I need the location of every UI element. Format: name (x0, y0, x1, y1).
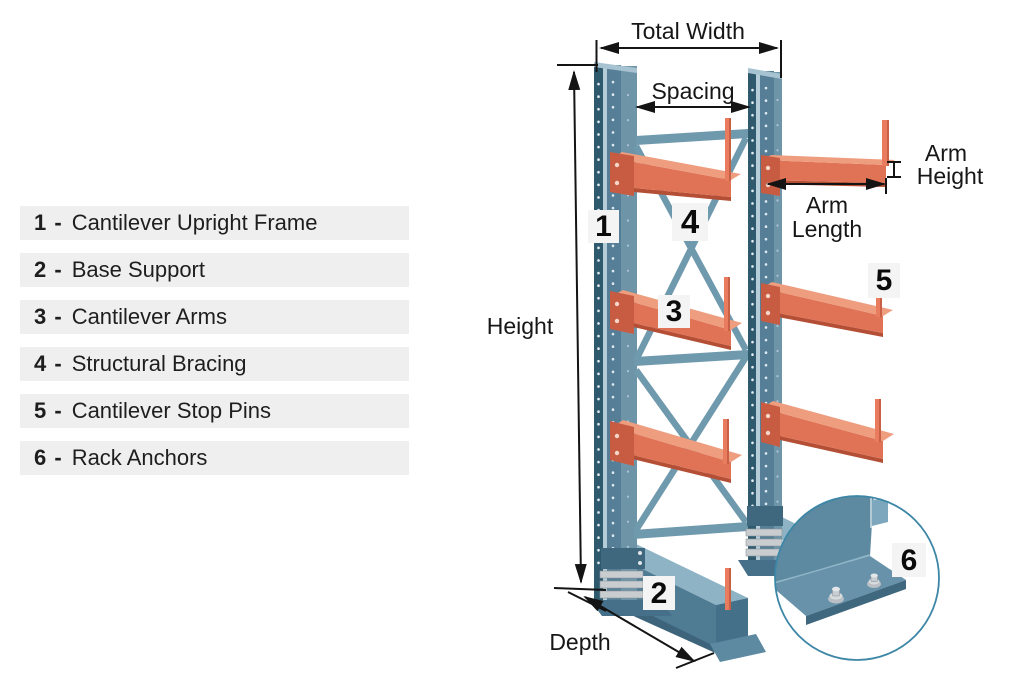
arm-left-top (610, 118, 741, 201)
legend-item-rack-anchors: 6 - Rack Anchors (20, 441, 409, 475)
marker-2-number: 2 (651, 577, 668, 610)
dim-depth: Depth (549, 591, 715, 669)
anchor-base-plate-edge (806, 580, 906, 625)
marker-4: 4 (672, 203, 708, 241)
marker-6: 6 (892, 543, 926, 577)
upright-highlight (603, 65, 607, 600)
legend-item-label: Cantilever Arms (71, 304, 227, 329)
detail-circle-border (774, 495, 940, 661)
horizontal-brace-bottom (634, 522, 748, 539)
marker-5: 5 (868, 263, 900, 298)
horizontal-brace-mid (634, 350, 748, 366)
anchor-slab-tab (872, 498, 888, 526)
marker-3-number: 3 (666, 295, 683, 328)
marker-3: 3 (658, 295, 690, 328)
arm-height-label-line2: Height (917, 163, 984, 189)
arm-mount-plate (761, 155, 780, 196)
upright-top-cap (748, 68, 782, 79)
legend-item-base-support: 2 - Base Support (20, 253, 409, 287)
upright-side-band (621, 66, 637, 600)
upright-dark-edge (594, 64, 603, 600)
anchor-straps-left (599, 570, 644, 599)
marker-1: 1 (588, 210, 619, 243)
marker-5-number: 5 (876, 264, 893, 297)
legend-item-number: 2 - (34, 257, 63, 282)
legend-item-number: 4 - (34, 351, 63, 376)
base-end-face (716, 598, 748, 647)
arm-height-label-line1: Arm (925, 140, 967, 166)
dimensions: Total Width Spacing Height Arm Length Ar… (487, 18, 984, 669)
legend-item-label: Rack Anchors (71, 445, 208, 470)
marker-1-number: 1 (595, 210, 612, 243)
legend-item-number: 5 - (34, 398, 63, 423)
legend-item-label: Structural Bracing (71, 351, 247, 376)
horizontal-brace-top (636, 129, 748, 145)
upright-dark-edge (748, 70, 756, 561)
legend-item-number: 6 - (34, 445, 63, 470)
upright-face (607, 65, 621, 600)
dim-spacing: Spacing (635, 78, 751, 113)
arm-mount-plate (761, 402, 780, 447)
base-bracket (747, 506, 783, 526)
total-width-label: Total Width (631, 18, 745, 44)
part-markers: 1 4 3 5 2 6 (588, 203, 926, 610)
arm-right-bottom (761, 399, 894, 463)
legend-item-label: Cantilever Stop Pins (71, 398, 272, 423)
legend-item-stop-pins: 5 - Cantilever Stop Pins (20, 394, 409, 428)
anchor-base-plate-top (775, 556, 906, 616)
dim-total-width: Total Width (595, 18, 782, 78)
arm-length-label-line2: Length (792, 216, 862, 242)
legend-item-label: Cantilever Upright Frame (71, 210, 318, 235)
upright-top-cap (594, 62, 637, 73)
dim-arm-height: Arm Height (887, 140, 984, 189)
arm-mount-plate (761, 283, 780, 325)
anchor-bolt (867, 573, 881, 588)
arm-length-label-line1: Arm (806, 192, 848, 218)
height-label: Height (487, 313, 554, 339)
legend-item-number: 1 - (34, 210, 63, 235)
marker-4-number: 4 (681, 203, 700, 240)
parts-legend: 1 - Cantilever Upright Frame 2 - Base Su… (20, 206, 409, 488)
legend-item-label: Base Support (71, 257, 205, 282)
depth-label: Depth (549, 629, 610, 655)
legend-item-cantilever-arms: 3 - Cantilever Arms (20, 300, 409, 334)
upright-highlight (756, 71, 760, 561)
dim-arm-length: Arm Length (766, 178, 887, 242)
arm-mount-plate (610, 152, 634, 196)
legend-item-structural-bracing: 4 - Structural Bracing (20, 347, 409, 381)
base-foot-plate (710, 634, 766, 662)
arm-mount-plate (610, 421, 634, 466)
marker-6-number: 6 (901, 544, 918, 577)
spacing-label: Spacing (651, 78, 734, 104)
legend-item-upright-frame: 1 - Cantilever Upright Frame (20, 206, 409, 240)
anchor-straps-right (745, 528, 783, 557)
dim-height: Height (487, 64, 607, 591)
anchor-bolt (828, 586, 844, 604)
marker-2: 2 (643, 576, 675, 610)
legend-item-number: 3 - (34, 304, 63, 329)
arm-left-bottom (610, 419, 742, 483)
base-bracket (601, 548, 645, 569)
arm-mount-plate (610, 291, 634, 334)
